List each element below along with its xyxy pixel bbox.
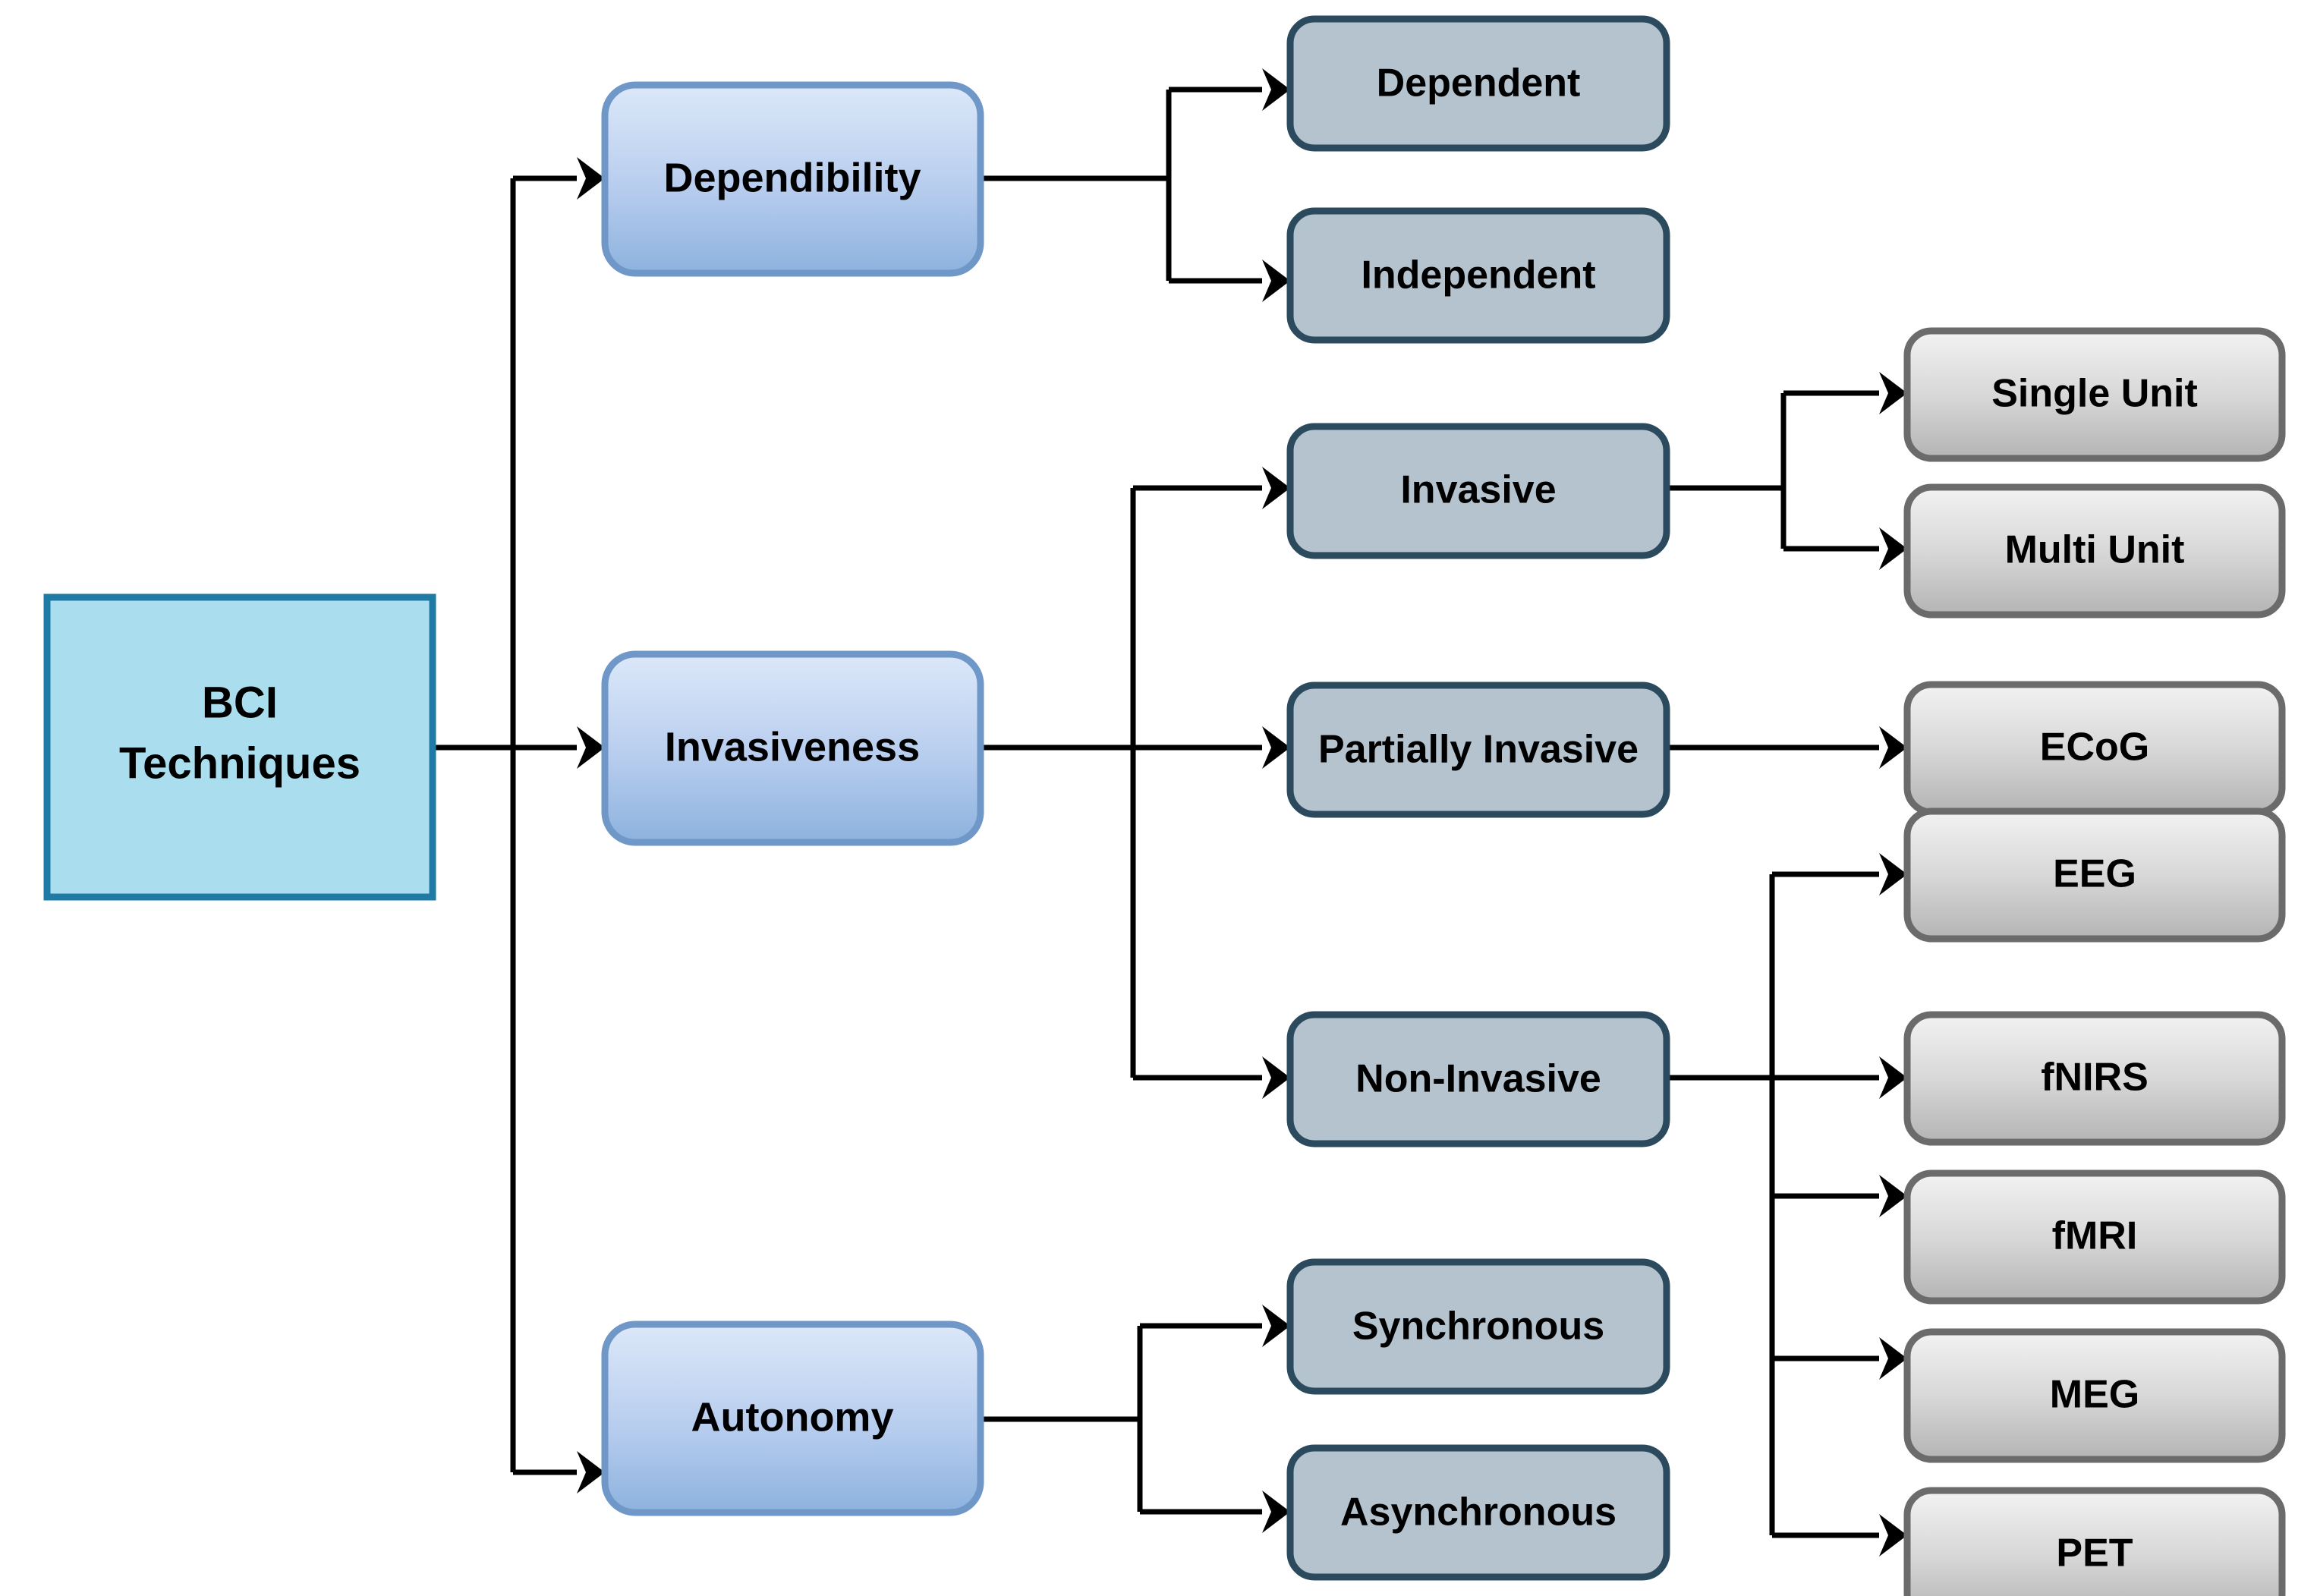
node-bci-techniques-shape (43, 593, 436, 901)
node-fnirs-label: fNIRS (2041, 1056, 2149, 1100)
arrowhead-multi-unit (1879, 527, 1907, 570)
node-single-unit[interactable]: Single Unit (1903, 327, 2286, 462)
arrowhead-single-unit (1879, 372, 1907, 414)
node-fnirs-shape (1903, 1011, 2286, 1146)
arrowhead-non-invasive (1262, 1056, 1290, 1099)
node-invasive-label: Invasive (1400, 468, 1556, 512)
arrowhead-autonomy (577, 1451, 605, 1494)
node-non-invasive-label: Non-Invasive (1355, 1057, 1601, 1101)
node-synchronous-shape (1286, 1258, 1670, 1395)
arrowhead-asynchronous (1262, 1491, 1290, 1533)
node-multi-unit-label: Multi Unit (2005, 528, 2185, 572)
node-fmri-label: fMRI (2052, 1214, 2138, 1258)
node-invasiveness[interactable]: Invasiveness (601, 650, 984, 846)
node-eeg-shape (1903, 807, 2286, 943)
arrowhead-eeg (1879, 853, 1907, 896)
node-asynchronous-shape (1286, 1444, 1670, 1581)
node-dependent[interactable]: Dependent (1286, 15, 1670, 152)
node-invasive-shape (1286, 423, 1670, 559)
node-partially-invasive[interactable]: Partially Invasive (1286, 682, 1670, 818)
node-non-invasive[interactable]: Non-Invasive (1286, 1011, 1670, 1147)
node-independent[interactable]: Independent (1286, 207, 1670, 344)
arrowhead-pet (1879, 1514, 1907, 1557)
arrowhead-independent (1262, 260, 1290, 302)
node-meg-label: MEG (2050, 1373, 2139, 1417)
arrowhead-invasiveness (577, 726, 605, 769)
node-autonomy[interactable]: Autonomy (601, 1321, 984, 1516)
node-independent-label: Independent (1361, 253, 1595, 297)
arrowhead-fnirs (1879, 1056, 1907, 1099)
node-dependibility-shape (601, 81, 984, 277)
node-invasive[interactable]: Invasive (1286, 423, 1670, 559)
node-eeg[interactable]: EEG (1903, 807, 2286, 943)
node-asynchronous[interactable]: Asynchronous (1286, 1444, 1670, 1581)
node-fmri-shape (1903, 1169, 2286, 1305)
node-ecog-label: ECoG (2040, 726, 2149, 770)
node-bci-techniques-label-line2: Techniques (119, 738, 360, 788)
node-partially-invasive-label: Partially Invasive (1318, 728, 1639, 772)
node-partially-invasive-shape (1286, 682, 1670, 818)
node-multi-unit[interactable]: Multi Unit (1903, 483, 2286, 619)
arrowhead-dependent (1262, 68, 1290, 111)
node-dependent-shape (1286, 15, 1670, 152)
node-bci-techniques-label-line1: BCI (202, 678, 278, 727)
arrowhead-ecog (1879, 726, 1907, 769)
node-pet-shape (1903, 1487, 2286, 1596)
node-eeg-label: EEG (2053, 852, 2136, 896)
node-autonomy-label: Autonomy (691, 1394, 894, 1440)
node-asynchronous-label: Asynchronous (1340, 1491, 1617, 1535)
node-fnirs[interactable]: fNIRS (1903, 1011, 2286, 1146)
node-synchronous-label: Synchronous (1352, 1305, 1604, 1349)
node-single-unit-label: Single Unit (1991, 372, 2198, 416)
node-meg-shape (1903, 1328, 2286, 1463)
node-meg[interactable]: MEG (1903, 1328, 2286, 1463)
node-invasiveness-shape (601, 650, 984, 846)
edge-layer (433, 68, 1907, 1557)
node-autonomy-shape (601, 1321, 984, 1516)
arrowhead-meg (1879, 1337, 1907, 1380)
node-single-unit-shape (1903, 327, 2286, 462)
node-ecog[interactable]: ECoG (1903, 681, 2286, 816)
node-dependibility[interactable]: Dependibility (601, 81, 984, 277)
arrowhead-dependibility (577, 157, 605, 200)
arrowhead-partially-invasive (1262, 726, 1290, 769)
node-non-invasive-shape (1286, 1011, 1670, 1147)
arrowhead-fmri (1879, 1175, 1907, 1217)
node-invasiveness-label: Invasiveness (665, 724, 920, 770)
node-synchronous[interactable]: Synchronous (1286, 1258, 1670, 1395)
node-independent-shape (1286, 207, 1670, 344)
node-fmri[interactable]: fMRI (1903, 1169, 2286, 1305)
node-pet[interactable]: PET (1903, 1487, 2286, 1596)
node-dependent-label: Dependent (1377, 61, 1581, 105)
node-bci-techniques[interactable]: BCI Techniques (43, 593, 436, 901)
arrowhead-synchronous (1262, 1305, 1290, 1347)
arrowhead-invasive (1262, 467, 1290, 509)
node-pet-label: PET (2056, 1531, 2133, 1576)
node-multi-unit-shape (1903, 483, 2286, 619)
node-dependibility-label: Dependibility (663, 155, 921, 200)
